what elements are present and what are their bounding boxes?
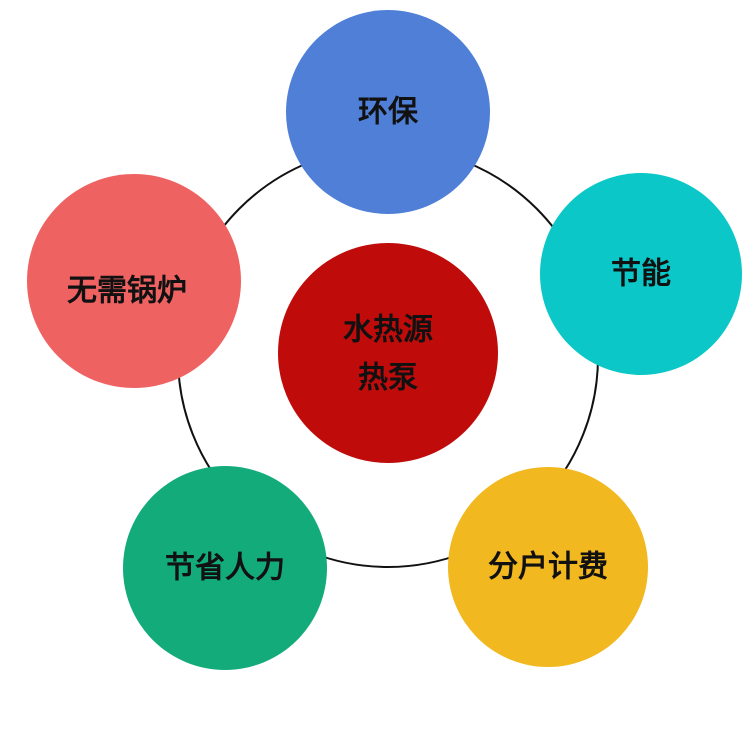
center-node: 水热源 热泵	[278, 243, 498, 463]
node-environmental-label: 环保	[358, 95, 419, 130]
center-node-label-line-1: 水热源	[343, 313, 433, 348]
node-energy-saving-circle	[540, 173, 742, 375]
node-labor-saving-label: 节省人力	[165, 551, 285, 586]
node-environmental-circle	[286, 10, 490, 214]
node-labor-saving-circle	[123, 466, 327, 670]
node-labor-saving: 节省人力	[123, 466, 327, 670]
node-no-boiler-label: 无需锅炉	[67, 274, 187, 309]
node-no-boiler-circle	[27, 174, 241, 388]
node-household-billing-circle	[448, 467, 648, 667]
node-household-billing-label: 分户计费	[488, 550, 608, 585]
node-environmental: 环保	[286, 10, 490, 214]
node-energy-saving-label: 节能	[611, 257, 671, 292]
center-node-label-line-2: 热泵	[358, 361, 418, 396]
node-no-boiler: 无需锅炉	[27, 174, 241, 388]
center-node-circle	[278, 243, 498, 463]
node-energy-saving: 节能	[540, 173, 742, 375]
node-household-billing: 分户计费	[448, 467, 648, 667]
